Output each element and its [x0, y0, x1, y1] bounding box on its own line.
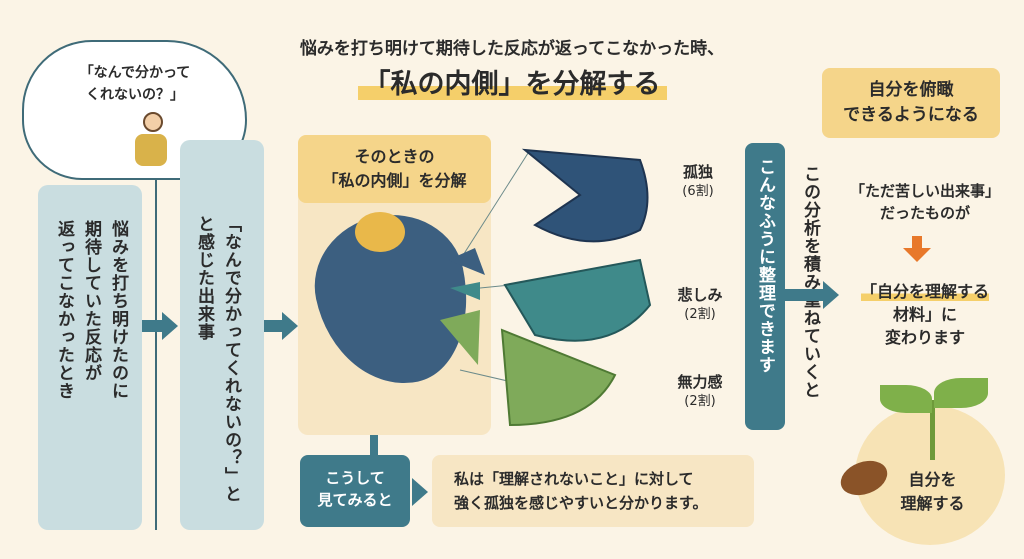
arrow3-shaft	[785, 289, 825, 301]
label-sadness: 悲しみ(2割)	[677, 286, 723, 322]
label-loneliness: 孤独(6割)	[682, 163, 714, 199]
step2-panel	[180, 140, 264, 530]
step-divider	[155, 180, 157, 530]
arrow-right-icon	[282, 312, 298, 340]
to-text: 「自分を理解する 材料」に変わります	[860, 282, 989, 347]
arrow-right-icon	[412, 478, 428, 506]
pie-slice-loneliness	[521, 148, 649, 243]
title-line1: 悩みを打ち明けて期待した反応が返ってこなかった時、	[299, 39, 725, 59]
insight-text-box: 私は「理解されないこと」に対して強く孤独を感じやすいと分かります。	[432, 455, 754, 527]
summary-bar-text: こんなふうに整理できます	[755, 158, 775, 374]
arrow-right-icon	[162, 312, 178, 340]
sprout-leaf-icon	[934, 378, 988, 408]
pie-slice-helplessness	[500, 328, 617, 427]
heart-stem	[370, 435, 378, 460]
step1-text: 悩みを打ち明けたのに期待していた反応が返ってこなかったとき	[54, 220, 128, 400]
panel-header: そのときの「私の内側」を分解	[298, 135, 491, 203]
heart-fragment	[450, 282, 480, 300]
summary-bar	[745, 143, 785, 430]
pie-chart	[440, 148, 652, 427]
arrow-right-icon	[823, 281, 839, 309]
heart-fragment	[440, 310, 480, 365]
step2-text: 「なんで分かってくれないの？」とと感じた出来事	[194, 215, 241, 503]
sprout-stem	[930, 400, 935, 460]
overview-box: 自分を俯瞰できるようになる	[822, 68, 1000, 138]
sprout-leaf-icon	[880, 385, 932, 413]
accumulate-text: この分析を積み重ねていくと	[800, 165, 820, 399]
arrow-down-icon-head	[903, 248, 931, 262]
thought-text: 「なんで分かってくれないの？」	[79, 65, 191, 103]
pie-slice-sadness	[503, 258, 652, 342]
heart-fragment	[448, 248, 485, 275]
circle-text: 自分を理解する	[900, 470, 965, 513]
label-helplessness: 無力感(2割)	[677, 373, 723, 409]
arrow1-shaft	[142, 320, 164, 332]
arrow-down-icon	[912, 236, 922, 248]
page-title: 「私の内側」を分解する	[0, 62, 1024, 101]
arrow2-shaft	[264, 320, 284, 332]
from-text: 「ただ苦しい出来事」だったものが	[849, 182, 1000, 222]
heart-yellow-accent	[355, 212, 405, 252]
connector-line	[459, 149, 531, 261]
step1-panel-bg	[38, 185, 142, 530]
insight-label-box: こうして見てみると	[300, 455, 410, 527]
sitting-person-icon	[135, 112, 171, 170]
